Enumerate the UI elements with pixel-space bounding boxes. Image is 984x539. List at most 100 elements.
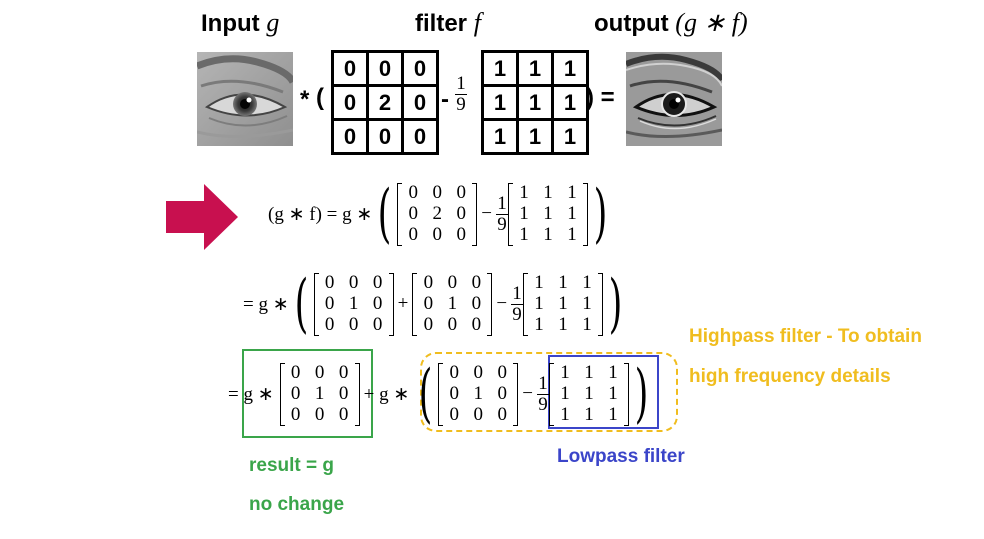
matrix-entry: 0 <box>338 383 349 404</box>
plus-sign: + <box>397 293 409 314</box>
grid-cell: 1 <box>481 84 519 121</box>
matrix-entry: 0 <box>338 404 349 425</box>
matrix-entry: 0 <box>456 224 467 245</box>
matrix-entry: 0 <box>447 314 458 335</box>
minus-sign: - <box>441 86 449 113</box>
matrix-entry: 0 <box>471 293 482 314</box>
matrix-entry: 0 <box>348 272 359 293</box>
minus-sign: − <box>496 293 508 314</box>
matrix-entry: 0 <box>473 404 484 425</box>
matrix-entry: 0 <box>497 404 508 425</box>
grid-cell: 1 <box>481 50 519 87</box>
grid-cell: 0 <box>331 84 369 121</box>
big-open-paren: ( <box>418 357 433 431</box>
result-note-line1: result = g <box>249 455 334 476</box>
grid-cell: 1 <box>516 50 554 87</box>
grid-cell: 1 <box>516 118 554 155</box>
matrix-entry: 0 <box>324 314 335 335</box>
matrix-entry: 0 <box>324 272 335 293</box>
minus-sign: − <box>481 203 492 224</box>
matrix-entry: 0 <box>449 404 460 425</box>
matrix-entry: 0 <box>449 383 460 404</box>
right-arrow-icon <box>166 184 238 255</box>
grid-cell: 0 <box>366 50 404 87</box>
line2-prefix: = g ∗ <box>243 293 289 315</box>
frac-denominator: 9 <box>538 393 548 415</box>
matrix-entry: 1 <box>608 383 618 404</box>
input-label: Input <box>201 10 260 37</box>
matrix-entry: 0 <box>324 293 335 314</box>
matrix-entry: 0 <box>314 404 325 425</box>
matrix-entry: 1 <box>608 362 618 383</box>
frac-numerator: 1 <box>456 73 466 94</box>
grid-cell: 2 <box>366 84 404 121</box>
matrix-entry: 1 <box>584 404 594 425</box>
matrix-entry: 1 <box>534 272 544 293</box>
matrix-entry: 0 <box>447 272 458 293</box>
grid-cell: 1 <box>516 84 554 121</box>
matrix-entry: 1 <box>584 383 594 404</box>
matrix-entry: 1 <box>473 383 484 404</box>
lowpass-note: Lowpass filter <box>557 446 685 467</box>
matrix-entry: 1 <box>519 224 529 245</box>
grid-cell: 1 <box>551 118 589 155</box>
highpass-note-line1: Highpass filter - To obtain <box>689 326 922 347</box>
open-paren: ( <box>316 84 324 111</box>
matrix-entry: 1 <box>519 182 529 203</box>
matrix-entry: 0 <box>408 182 419 203</box>
filter-header: filter f <box>415 8 481 38</box>
output-label: output <box>594 10 669 37</box>
matrix-entry: 1 <box>560 362 570 383</box>
matrix-entry: 1 <box>519 203 529 224</box>
matrix-entry: 0 <box>423 314 434 335</box>
matrix-entry: 1 <box>567 224 577 245</box>
filter-label: filter <box>415 10 468 37</box>
matrix-entry: 0 <box>408 224 419 245</box>
input-header: Input g <box>201 8 279 38</box>
grid-cell: 0 <box>401 84 439 121</box>
input-eye-image <box>195 52 297 146</box>
matrix-entry: 1 <box>447 293 458 314</box>
matrix-entry: 1 <box>534 293 544 314</box>
matrix-entry: 0 <box>290 404 301 425</box>
highpass-note-line2: high frequency details <box>689 366 891 387</box>
matrix-entry: 1 <box>582 314 592 335</box>
frac-denominator: 9 <box>456 94 466 115</box>
highpass-term-box <box>420 352 678 432</box>
matrix-entry: 0 <box>408 203 419 224</box>
matrix-entry: 0 <box>423 272 434 293</box>
matrix-entry: 0 <box>372 314 383 335</box>
matrix-entry: 0 <box>471 314 482 335</box>
matrix-entry: 0 <box>290 383 301 404</box>
matrix-entry: 0 <box>497 383 508 404</box>
filter-var: f <box>473 8 481 37</box>
input-var: g <box>266 8 280 37</box>
matrix-entry: 1 <box>543 203 553 224</box>
plus-g-term: + g ∗ <box>363 383 410 405</box>
big-open-paren: ( <box>294 267 308 341</box>
matrix-entry: 1 <box>543 182 553 203</box>
matrix-entry: 1 <box>543 224 553 245</box>
frac-numerator: 1 <box>512 282 522 304</box>
frac-numerator: 1 <box>538 372 548 394</box>
matrix-entry: 1 <box>558 293 568 314</box>
matrix-entry: 1 <box>560 404 570 425</box>
matrix-entry: 2 <box>432 203 443 224</box>
matrix-entry: 0 <box>348 314 359 335</box>
line3-prefix: = g ∗ <box>228 383 274 405</box>
minus-sign: − <box>522 383 533 404</box>
matrix-entry: 0 <box>456 203 467 224</box>
matrix-entry: 0 <box>471 272 482 293</box>
matrix-entry: 1 <box>582 272 592 293</box>
